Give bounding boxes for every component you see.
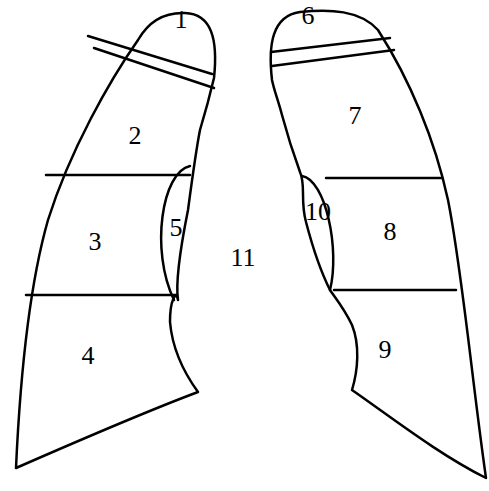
hilum-outline — [161, 166, 190, 300]
zone-divider — [26, 294, 176, 297]
zone-number: 6 — [302, 3, 315, 29]
zone-number: 7 — [349, 103, 362, 129]
zone-number: 2 — [129, 123, 142, 149]
zone-divider — [334, 289, 456, 292]
zone-number: 1 — [175, 7, 188, 33]
zone-number: 5 — [170, 215, 183, 241]
zone-number: 9 — [379, 337, 392, 363]
zone-number: 4 — [82, 343, 95, 369]
hilum-outline — [302, 176, 333, 290]
right-lung-outline — [16, 13, 215, 468]
zone-number: 8 — [384, 219, 397, 245]
zone-number: 11 — [230, 245, 255, 271]
zone-number: 10 — [305, 199, 331, 225]
clavicle-line — [88, 36, 212, 74]
clavicle-line — [94, 48, 214, 88]
clavicle-line — [271, 38, 390, 52]
left-lung-outline — [271, 11, 486, 478]
zone-divider — [326, 177, 442, 180]
zone-divider — [46, 174, 190, 177]
zone-number: 3 — [89, 229, 102, 255]
clavicle-line — [272, 50, 394, 66]
